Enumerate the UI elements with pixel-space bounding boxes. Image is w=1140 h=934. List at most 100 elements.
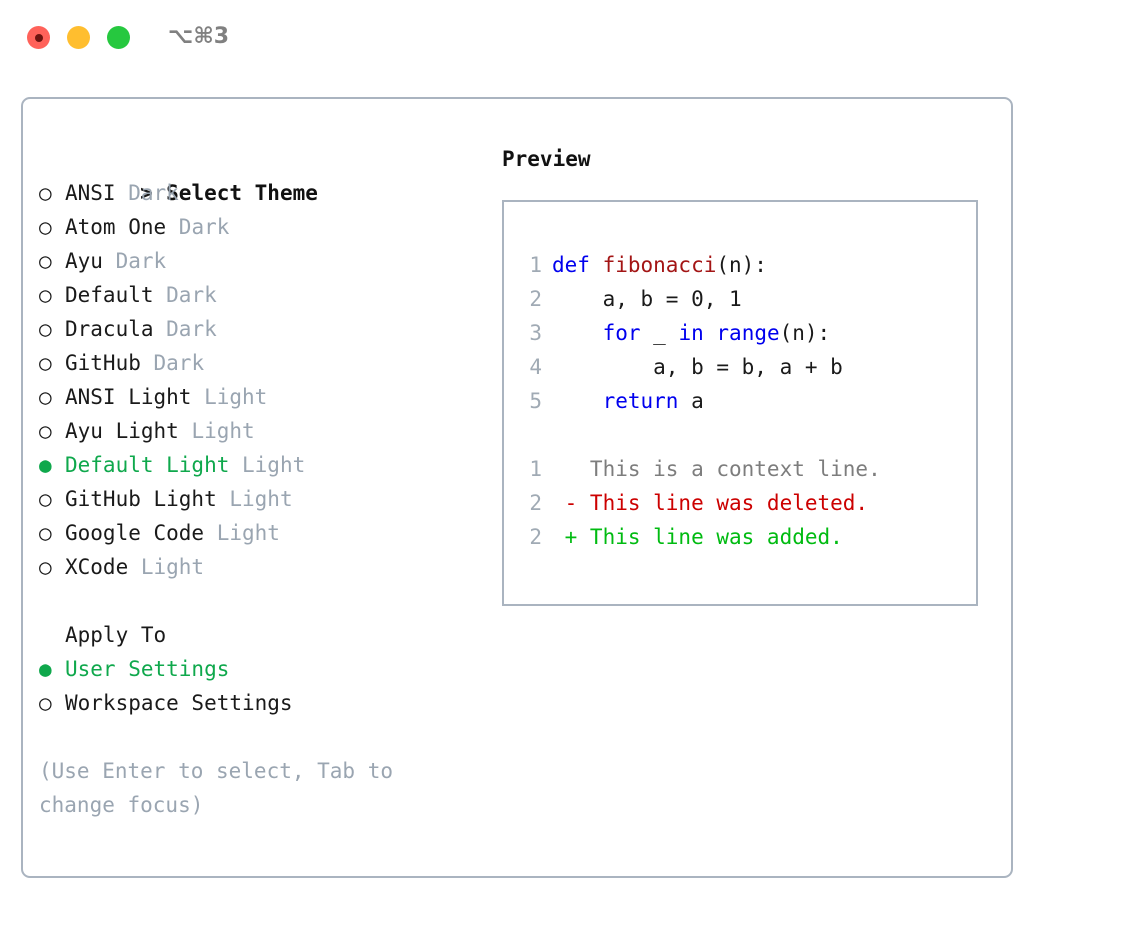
theme-option-list: ○ANSI Dark○Atom One Dark○Ayu Dark○Defaul…	[39, 176, 479, 584]
code-token: (n):	[716, 253, 767, 277]
radio-unselected-icon: ○	[39, 555, 52, 579]
diff-line: 1 This is a context line.	[516, 452, 966, 486]
theme-option-label: ANSI Light	[65, 385, 205, 409]
apply-to-heading: Apply To	[65, 623, 167, 647]
diff-line: 2 + This line was added.	[516, 520, 966, 554]
radio-unselected-icon: ○	[39, 351, 52, 375]
theme-option-label: Default Light	[65, 453, 243, 477]
theme-option-category: Light	[204, 385, 268, 409]
radio-unselected-icon: ○	[39, 385, 52, 409]
minimize-button[interactable]	[67, 26, 90, 49]
code-token: _	[640, 321, 679, 345]
theme-list-heading-label: Select Theme	[166, 181, 318, 205]
theme-option-category: Light	[229, 487, 293, 511]
title-bar: ⌥⌘3	[0, 0, 1140, 78]
prompt-caret-icon: >	[140, 181, 153, 205]
theme-option-category: Light	[140, 555, 205, 579]
theme-option-category: Dark	[128, 181, 179, 205]
line-number: 3	[529, 321, 542, 345]
theme-option-category: Light	[216, 521, 280, 545]
apply-to-option-user-settings[interactable]: ● User Settings	[39, 652, 479, 686]
theme-option-category: Light	[242, 453, 306, 477]
line-number: 1	[529, 253, 542, 277]
theme-option-label: Ayu Light	[65, 419, 192, 443]
close-button[interactable]	[27, 26, 50, 49]
line-number: 2	[529, 287, 542, 311]
apply-to-option-list: ● User Settings ○Workspace Settings	[39, 652, 479, 720]
diff-text: + This line was added.	[552, 525, 843, 549]
theme-option-google-code[interactable]: ○Google Code Light	[39, 516, 479, 550]
apply-to-option-label: Workspace Settings	[65, 691, 293, 715]
code-line: 3 for _ in range(n):	[516, 316, 966, 350]
theme-option-label: Atom One	[65, 215, 179, 239]
line-number: 4	[529, 355, 542, 379]
radio-unselected-icon: ○	[39, 249, 52, 273]
apply-to-option-workspace-settings[interactable]: ○Workspace Settings	[39, 686, 479, 720]
theme-option-default[interactable]: ○ Default Dark	[39, 278, 479, 312]
code-token	[552, 321, 603, 345]
theme-option-github-light[interactable]: ○GitHub Light Light	[39, 482, 479, 516]
theme-list-column: >Select Theme ○ANSI Dark○Atom One Dark○A…	[39, 142, 479, 822]
radio-unselected-icon: ○	[39, 419, 52, 443]
radio-selected-icon: ●	[39, 453, 52, 477]
theme-option-ansi-light[interactable]: ○ ANSI Light Light	[39, 380, 479, 414]
theme-option-category: Dark	[115, 249, 167, 273]
line-number: 5	[529, 389, 542, 413]
theme-option-label: Default	[65, 283, 167, 307]
code-token: for	[602, 321, 641, 345]
theme-option-ayu[interactable]: ○Ayu Dark	[39, 244, 479, 278]
code-line: 4 a, b = b, a + b	[516, 350, 966, 384]
radio-unselected-icon: ○	[39, 487, 52, 511]
code-token: a, b = 0, 1	[552, 287, 742, 311]
line-number: 2	[529, 525, 542, 549]
diff-lines: 1 This is a context line.2 - This line w…	[516, 452, 966, 554]
theme-option-ansi[interactable]: ○ANSI Dark	[39, 176, 479, 210]
theme-option-atom-one[interactable]: ○ Atom One Dark	[39, 210, 479, 244]
theme-option-github[interactable]: ○GitHub Dark	[39, 346, 479, 380]
theme-option-ayu-light[interactable]: ○ Ayu Light Light	[39, 414, 479, 448]
radio-unselected-icon: ○	[39, 283, 52, 307]
theme-selector-panel: >Select Theme ○ANSI Dark○Atom One Dark○A…	[21, 97, 1013, 878]
theme-list-heading: > Select Theme	[39, 142, 479, 205]
theme-option-label: Dracula	[65, 317, 167, 341]
close-icon	[34, 33, 43, 42]
apply-to-option-label: User Settings	[65, 657, 230, 681]
code-token: range	[716, 321, 780, 345]
code-token: fibonacci	[602, 253, 717, 277]
preview-title: Preview	[502, 147, 591, 171]
diff-text: This is a context line.	[552, 457, 881, 481]
theme-option-label: ANSI	[65, 181, 129, 205]
list-spacer	[39, 584, 479, 618]
theme-option-category: Light	[191, 419, 255, 443]
code-token: return	[602, 389, 679, 413]
code-line: 1 def fibonacci(n):	[516, 248, 966, 282]
code-line: 5 return a	[516, 384, 966, 418]
code-token: a, b = b, a + b	[552, 355, 843, 379]
theme-option-default-light[interactable]: ● Default Light Light	[39, 448, 479, 482]
radio-unselected-icon: ○	[39, 215, 52, 239]
code-token: def	[552, 253, 603, 277]
code-line: 2 a, b = 0, 1	[516, 282, 966, 316]
theme-option-category: Dark	[166, 317, 217, 341]
keyboard-hint-text: (Use Enter to select, Tab to change focu…	[39, 759, 394, 817]
code-token	[552, 389, 603, 413]
diff-line: 2 - This line was deleted.	[516, 486, 966, 520]
line-number: 1	[529, 457, 542, 481]
code-token: (n):	[779, 321, 831, 345]
code-token: in	[678, 321, 704, 345]
diff-text: - This line was deleted.	[552, 491, 869, 515]
maximize-button[interactable]	[107, 26, 130, 49]
theme-option-label: XCode	[65, 555, 141, 579]
line-number: 2	[529, 491, 542, 515]
radio-unselected-icon: ○	[39, 317, 52, 341]
theme-option-dracula[interactable]: ○ Dracula Dark	[39, 312, 479, 346]
code-gap	[516, 418, 966, 452]
theme-option-category: Dark	[178, 215, 230, 239]
theme-option-xcode[interactable]: ○ XCode Light	[39, 550, 479, 584]
theme-option-category: Dark	[166, 283, 217, 307]
radio-selected-icon: ●	[39, 657, 52, 681]
